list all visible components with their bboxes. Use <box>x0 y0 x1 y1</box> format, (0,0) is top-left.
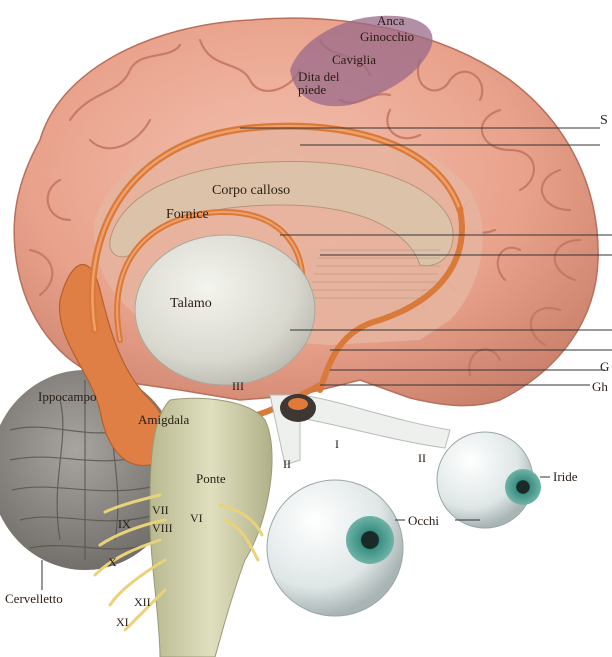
nerve-ix: IX <box>118 518 131 531</box>
label-caviglia: Caviglia <box>332 53 376 66</box>
nerve-viii: VIII <box>152 522 173 535</box>
nerve-ii-left: II <box>283 458 291 471</box>
label-talamo: Talamo <box>170 297 212 310</box>
label-ginocchio: Ginocchio <box>360 30 414 43</box>
nerve-iii: III <box>232 380 244 393</box>
nerve-i: I <box>335 438 339 451</box>
nerve-ii-right: II <box>418 452 426 465</box>
eye-left <box>267 480 403 616</box>
nerve-x: X <box>108 556 117 569</box>
label-corpo-calloso: Corpo calloso <box>212 184 290 197</box>
nerve-vii: VII <box>152 504 169 517</box>
label-anca: Anca <box>377 14 404 27</box>
thalamus <box>135 235 315 385</box>
nerve-xi: XI <box>116 616 129 629</box>
label-ippocampo: Ippocampo <box>38 390 96 403</box>
nerve-xii: XII <box>134 596 151 609</box>
label-gh-cut: Gh <box>592 380 608 393</box>
label-ponte: Ponte <box>196 472 226 485</box>
label-occhi: Occhi <box>408 514 439 527</box>
label-dita-del-piede: Dita del piede <box>298 70 368 96</box>
label-cervelletto: Cervelletto <box>5 592 63 605</box>
label-fornice: Fornice <box>166 208 209 221</box>
label-iride: Iride <box>553 470 578 483</box>
label-g-cut: G <box>600 360 609 373</box>
label-s-cut: S <box>600 114 608 127</box>
nerve-vi: VI <box>190 512 203 525</box>
label-amigdala: Amigdala <box>138 413 189 426</box>
